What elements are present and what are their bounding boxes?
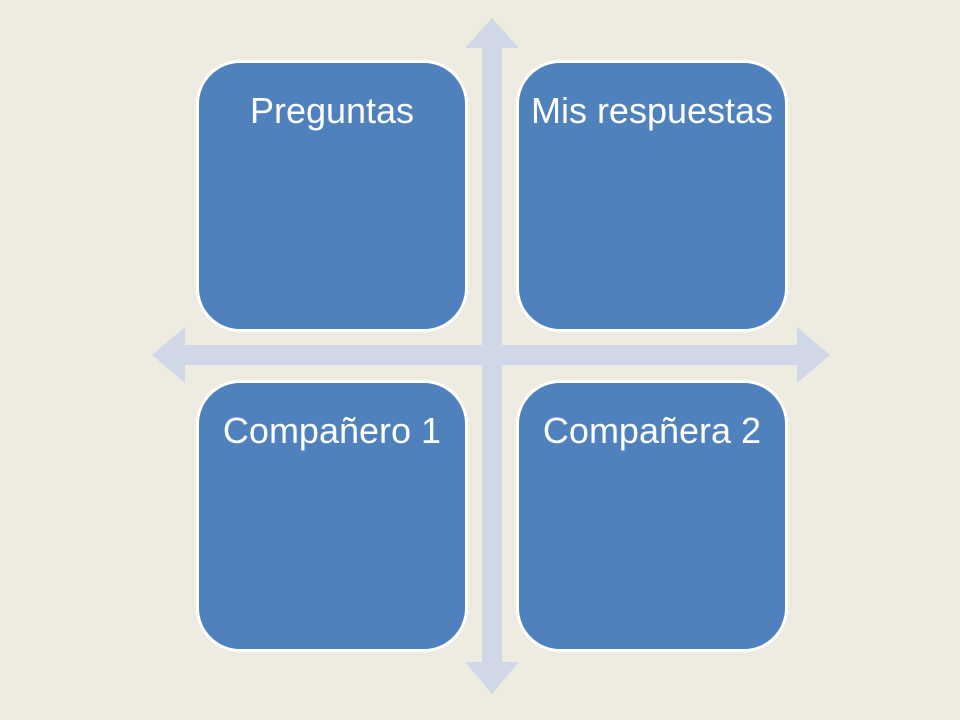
box-companero-1-label: Compañero 1	[222, 410, 442, 451]
box-companero-1: Compañero 1	[196, 380, 468, 652]
box-mis-respuestas-label: Mis respuestas	[530, 90, 774, 131]
box-companera-2: Compañera 2	[516, 380, 788, 652]
box-preguntas: Preguntas	[196, 60, 468, 332]
box-mis-respuestas: Mis respuestas	[516, 60, 788, 332]
box-preguntas-label: Preguntas	[249, 90, 415, 131]
vertical-double-arrow	[465, 18, 519, 694]
box-companera-2-label: Compañera 2	[542, 410, 762, 451]
